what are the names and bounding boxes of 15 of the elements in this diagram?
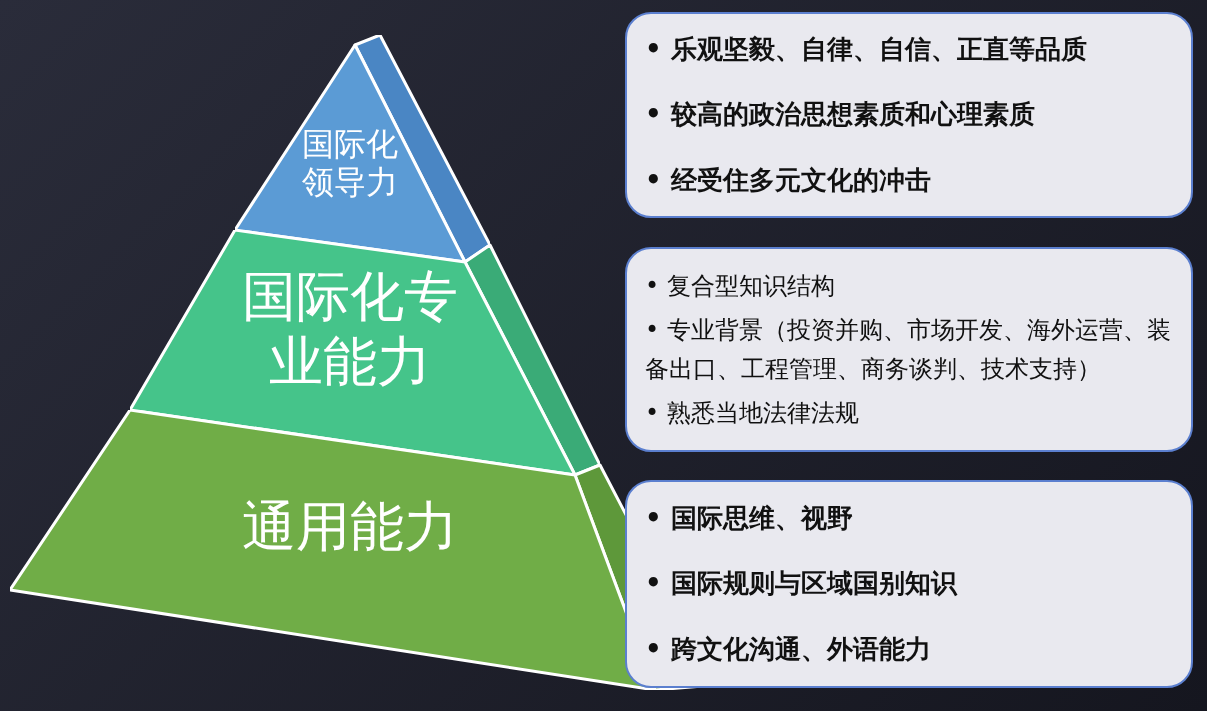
info-card xyxy=(625,12,1193,218)
bullet-item: • 国际规则与区域国别知识 xyxy=(645,567,957,601)
bullet-item: • 复合型知识结构 xyxy=(645,270,836,302)
info-card xyxy=(625,247,1193,452)
info-card xyxy=(625,480,1193,688)
bullet-item: • 较高的政治思想素质和心理素质 xyxy=(645,98,1036,132)
tier-label: 通用能力 xyxy=(241,495,459,560)
bullet-item: • 熟悉当地法律法规 xyxy=(645,397,860,429)
bullet-item: • 专业背景（投资并购、市场开发、海外运营、装备出口、工程管理、商务谈判、技术支持） xyxy=(645,315,1172,385)
tier-label: 国际化专业能力 xyxy=(241,265,459,395)
bullet-item: • 乐观坚毅、自律、自信、正直等品质 xyxy=(645,32,1087,66)
bullet-item: • 跨文化沟通、外语能力 xyxy=(645,632,932,666)
tier-label: 国际化领导力 xyxy=(301,125,399,202)
bullet-item: • 国际思维、视野 xyxy=(645,501,854,535)
bullet-item: • 经受住多元文化的冲击 xyxy=(645,163,932,197)
